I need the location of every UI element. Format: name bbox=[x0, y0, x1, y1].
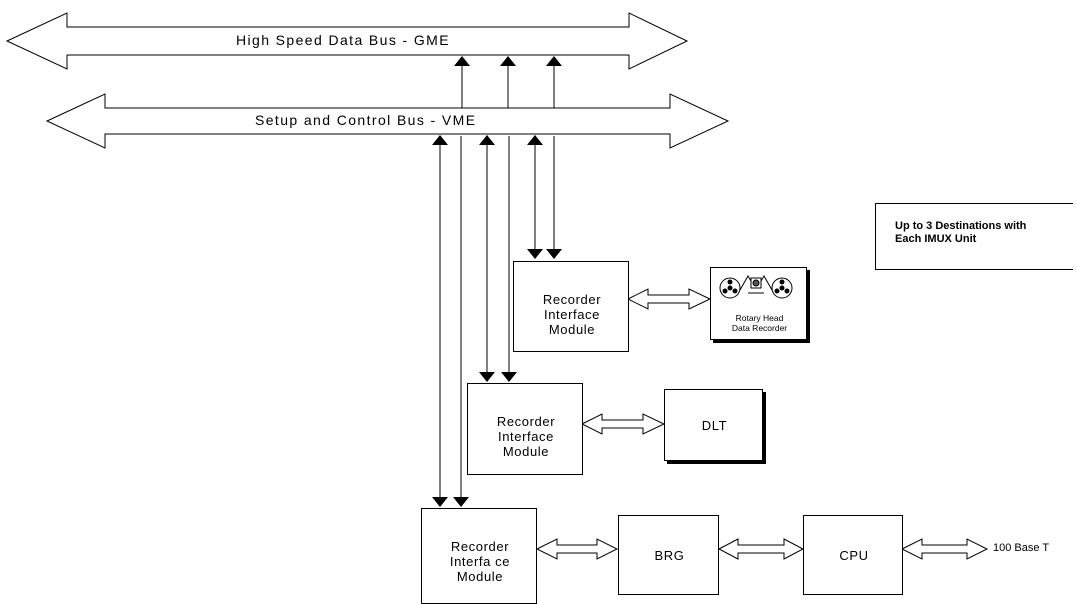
label-line: Interface bbox=[544, 307, 600, 322]
rotary-head-data-recorder: Rotary Head Data Recorder bbox=[710, 267, 807, 340]
module-bus-lines bbox=[432, 135, 562, 507]
label-line: Module bbox=[548, 322, 596, 337]
cpu-network-link bbox=[900, 538, 989, 560]
note-line: Each IMUX Unit bbox=[895, 233, 977, 245]
recorder-interface-module-1: Recorder Interface Module bbox=[513, 261, 629, 352]
dlt-box: DLT bbox=[664, 389, 763, 461]
label-line: Module bbox=[502, 444, 550, 459]
recorder-interface-module-3: Recorder Interfa ce Module bbox=[421, 508, 537, 604]
rim3-brg-link bbox=[535, 538, 619, 560]
destinations-note: Up to 3 Destinations with Each IMUX Unit bbox=[875, 203, 1073, 270]
network-label: 100 Base T bbox=[993, 542, 1050, 554]
label-line: Recorder bbox=[542, 292, 602, 307]
module-label: Recorder Interface Module bbox=[468, 414, 584, 459]
brg-label: BRG bbox=[654, 548, 685, 563]
vme-bus-arrow bbox=[45, 93, 730, 149]
rim1-rotary-link bbox=[626, 288, 712, 310]
cpu-box: CPU bbox=[803, 515, 903, 595]
label-line: Interfa ce bbox=[449, 554, 511, 569]
brg-box: BRG bbox=[618, 515, 719, 595]
recorder-interface-module-2: Recorder Interface Module bbox=[467, 383, 583, 475]
label-line: Recorder bbox=[450, 539, 510, 554]
note-line: Up to 3 Destinations with bbox=[895, 220, 1027, 232]
label-line: Data Recorder bbox=[731, 323, 788, 333]
module-label: Recorder Interface Module bbox=[514, 292, 630, 337]
tape-reels-icon bbox=[719, 275, 793, 299]
rim2-dlt-link bbox=[580, 413, 666, 435]
label-line: Interface bbox=[498, 429, 554, 444]
module-label: Recorder Interfa ce Module bbox=[422, 539, 538, 584]
recorder-label: Rotary Head Data Recorder bbox=[711, 313, 808, 333]
label-line: Module bbox=[456, 569, 504, 584]
cpu-label: CPU bbox=[839, 548, 869, 563]
gme-bus-arrow bbox=[5, 12, 689, 70]
gme-bus-label: High Speed Data Bus - GME bbox=[236, 32, 450, 48]
brg-cpu-link bbox=[717, 538, 805, 560]
dlt-label: DLT bbox=[701, 418, 728, 433]
label-line: Rotary Head bbox=[735, 313, 784, 323]
bus-link-arrows bbox=[454, 56, 562, 108]
vme-bus-label: Setup and Control Bus - VME bbox=[255, 112, 477, 128]
label-line: Recorder bbox=[496, 414, 556, 429]
